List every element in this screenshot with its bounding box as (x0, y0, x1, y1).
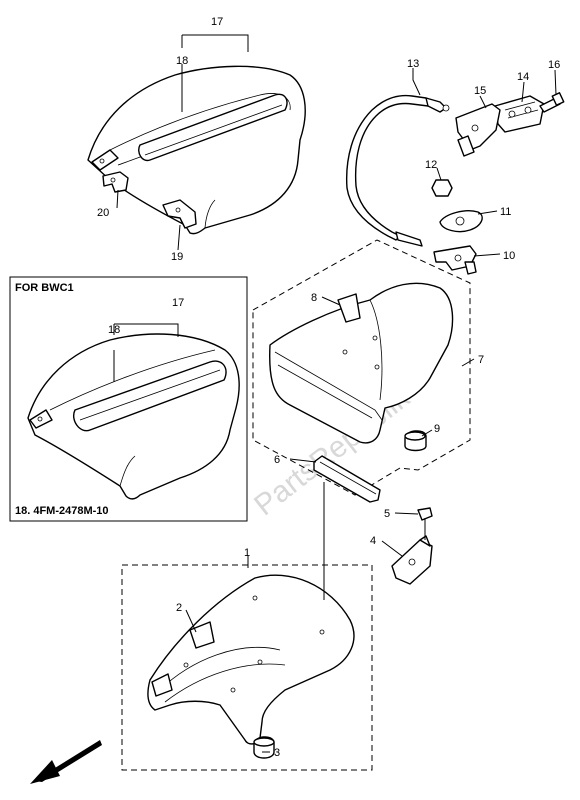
direction-arrow (30, 740, 102, 784)
inset-callout-18: 18 (108, 324, 120, 336)
hook-10 (433, 245, 477, 275)
callout-14: 14 (517, 71, 529, 83)
seat-7 (268, 282, 454, 444)
damper-3 (253, 736, 275, 759)
nut-12 (431, 179, 453, 197)
callout-16: 16 (548, 59, 560, 71)
bracket-19 (162, 199, 197, 229)
inset-callout-17: 17 (172, 297, 184, 309)
callout-3: 3 (274, 747, 280, 759)
rear-seat-cowl (87, 65, 306, 235)
callout-15: 15 (474, 85, 486, 97)
inset-box (9, 276, 248, 522)
inset-note: 18. 4FM-2478M-10 (15, 505, 109, 517)
callout-17: 17 (211, 16, 223, 28)
inset-seat-cowl (27, 333, 240, 500)
assembly-box-7 (252, 239, 471, 496)
callout-7: 7 (478, 354, 484, 366)
callout-13: 13 (407, 58, 419, 70)
callout-11: 11 (500, 206, 511, 218)
callout-4: 4 (370, 535, 376, 547)
callout-5: 5 (384, 508, 390, 520)
inset-title: FOR BWC1 (15, 282, 74, 294)
damper-9 (404, 430, 427, 452)
callout-2: 2 (176, 602, 182, 614)
seat-lock-cable (345, 94, 450, 247)
callout-18: 18 (176, 55, 188, 67)
plate-11 (439, 210, 483, 233)
callout-1: 1 (244, 547, 250, 559)
lock-assembly-14 (494, 95, 545, 133)
callout-8: 8 (311, 292, 317, 304)
lock-bracket-15 (455, 103, 501, 157)
callout-10: 10 (503, 250, 515, 262)
strap-6 (313, 455, 381, 503)
callout-9: 9 (434, 423, 440, 435)
leader-lines (113, 34, 557, 753)
bracket-4 (391, 535, 433, 585)
bracket-20 (102, 171, 129, 193)
callout-12: 12 (425, 159, 437, 171)
seat-1 (147, 574, 355, 745)
callout-20: 20 (97, 207, 109, 219)
bolt-5 (417, 507, 433, 540)
screw-16 (539, 92, 565, 113)
callout-6: 6 (274, 454, 280, 466)
assembly-box-1 (121, 564, 373, 771)
callout-19: 19 (171, 251, 183, 263)
